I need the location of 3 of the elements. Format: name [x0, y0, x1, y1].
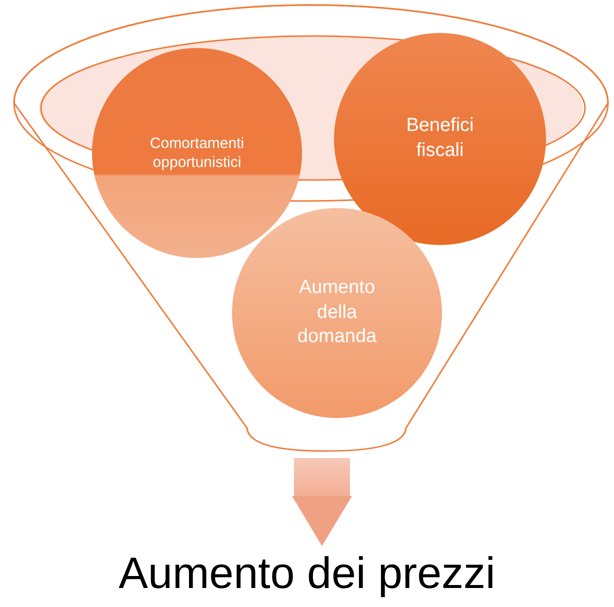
circle-node: Aumento della domanda	[232, 208, 442, 418]
result-text: Aumento dei prezzi	[60, 546, 554, 602]
down-arrow	[292, 458, 352, 546]
